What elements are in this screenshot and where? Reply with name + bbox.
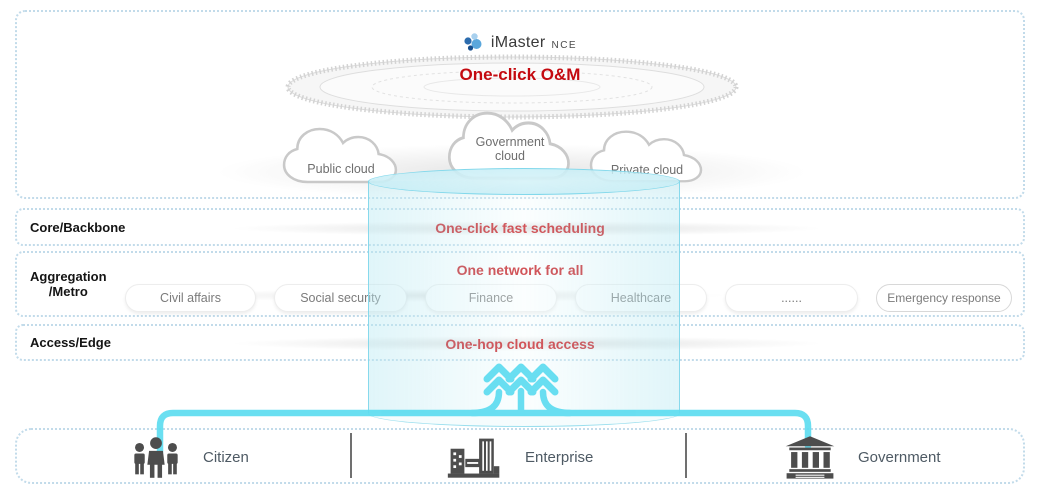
pill-finance: Finance	[425, 284, 557, 312]
government-label: Government	[858, 448, 941, 466]
imaster-nce-logo-icon	[464, 33, 482, 51]
left-arrow-shaft	[468, 388, 503, 417]
access-swoosh	[232, 336, 822, 351]
pill-ellipsis: ......	[725, 284, 858, 312]
core-backbone-label: Core/Backbone	[30, 219, 126, 235]
pill-healthcare: Healthcare	[575, 284, 707, 312]
layer-aggregation-metro: Aggregation /Metro One network for all C…	[15, 251, 1025, 317]
audience-government: Government	[783, 434, 941, 480]
government-cloud: Government cloud	[445, 107, 575, 183]
access-edge-label: Access/Edge	[30, 335, 111, 350]
access-headline: One-hop cloud access	[445, 336, 595, 352]
layer-access-edge: Access/Edge One-hop cloud access	[15, 324, 1025, 361]
core-headline: One-click fast scheduling	[435, 220, 605, 236]
cylinder-bottom-ellipse	[368, 413, 680, 427]
pill-emergency-response: Emergency response	[876, 284, 1012, 312]
pill-civil-affairs: Civil affairs	[125, 284, 256, 312]
enterprise-buildings-icon	[447, 438, 500, 478]
middle-arrowhead	[505, 363, 537, 396]
logo-suffix-text: NCE	[551, 39, 578, 51]
public-cloud-label: Public cloud	[307, 162, 375, 176]
right-arrowhead	[527, 363, 559, 396]
aggregation-metro-label: Aggregation /Metro	[30, 253, 107, 315]
right-arrow-shaft	[539, 388, 574, 417]
aggregation-label-line2: /Metro	[48, 284, 88, 299]
private-cloud-label: Private cloud	[610, 163, 684, 177]
citizen-label: Citizen	[203, 448, 249, 466]
government-building-icon	[785, 436, 835, 479]
imaster-nce-logo: iMaster NCE	[17, 32, 1023, 54]
left-arrowhead	[483, 363, 515, 396]
audience-enterprise: Enterprise	[446, 434, 593, 480]
core-swoosh	[232, 221, 822, 236]
public-cloud-shape	[282, 127, 398, 184]
audience-divider-2	[685, 433, 687, 478]
government-cloud-shape	[447, 111, 570, 180]
platform-disc-graphic	[285, 54, 739, 120]
audience-divider-1	[350, 433, 352, 478]
cloud-platform-panel: iMaster NCE One-click O&M Public cloud G…	[15, 10, 1025, 200]
aggregation-label-line1: Aggregation	[30, 269, 107, 284]
citizen-people-icon	[134, 437, 178, 478]
private-cloud: Private cloud	[587, 127, 707, 185]
layer-core-backbone: Core/Backbone One-click fast scheduling	[15, 208, 1025, 246]
public-cloud: Public cloud	[280, 124, 402, 186]
government-cloud-label: Government cloud	[475, 135, 545, 163]
one-click-om-headline: One-click O&M	[459, 65, 581, 84]
logo-text: iMaster	[490, 34, 546, 51]
enterprise-label: Enterprise	[525, 448, 594, 466]
audience-citizen: Citizen	[130, 434, 249, 480]
aggregation-headline: One network for all	[456, 262, 584, 278]
service-pills: Civil affairs Social security Finance He…	[125, 284, 1012, 312]
pill-social-security: Social security	[274, 284, 407, 312]
